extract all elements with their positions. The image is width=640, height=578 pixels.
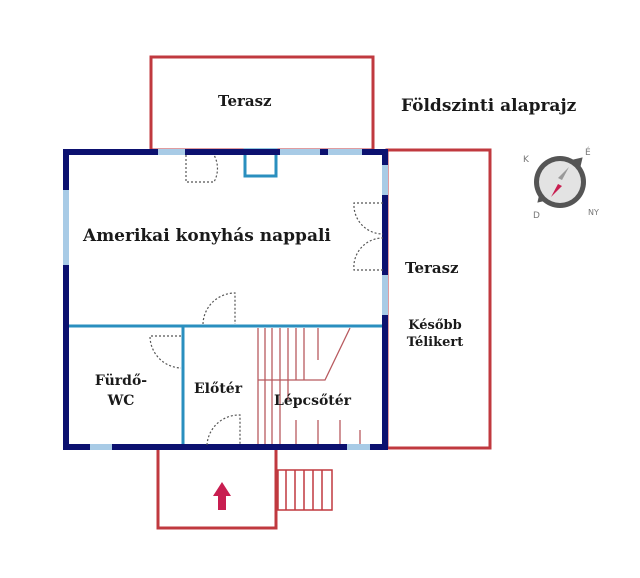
plan-title: Földszinti alaprajz xyxy=(401,96,577,116)
door xyxy=(353,237,384,271)
door xyxy=(202,292,236,325)
compass-south-label: D xyxy=(533,211,540,221)
door xyxy=(149,335,182,369)
room-label-terrace-right: Terasz xyxy=(405,259,459,277)
room-label-winter-garden: Később Télikert xyxy=(400,317,470,351)
room-label-terrace-top: Terasz xyxy=(218,92,272,110)
staircase xyxy=(257,327,361,446)
compass-icon: É K D NY xyxy=(523,146,599,221)
entry-outline xyxy=(156,446,278,530)
terrace-right-outline xyxy=(385,148,492,450)
compass-east-label: K xyxy=(523,155,530,165)
door xyxy=(353,202,384,235)
room-label-line: WC xyxy=(107,393,135,409)
door xyxy=(206,414,241,446)
room-label-stairwell: Lépcsőtér xyxy=(274,393,352,409)
compass-north-label: É xyxy=(585,146,591,158)
compass-west-label: NY xyxy=(588,208,599,217)
entrance-arrow-icon xyxy=(213,482,231,510)
room-label-line: Később xyxy=(408,318,462,333)
room-label-line: Télikert xyxy=(406,335,464,350)
door xyxy=(185,154,218,183)
room-label-line: Fürdő- xyxy=(94,373,148,389)
room-label-bathroom: Fürdő- WC xyxy=(86,371,156,411)
room-label-hall: Előtér xyxy=(194,381,243,397)
entry-steps xyxy=(277,469,333,511)
room-label-living: Amerikai konyhás nappali xyxy=(83,226,331,246)
